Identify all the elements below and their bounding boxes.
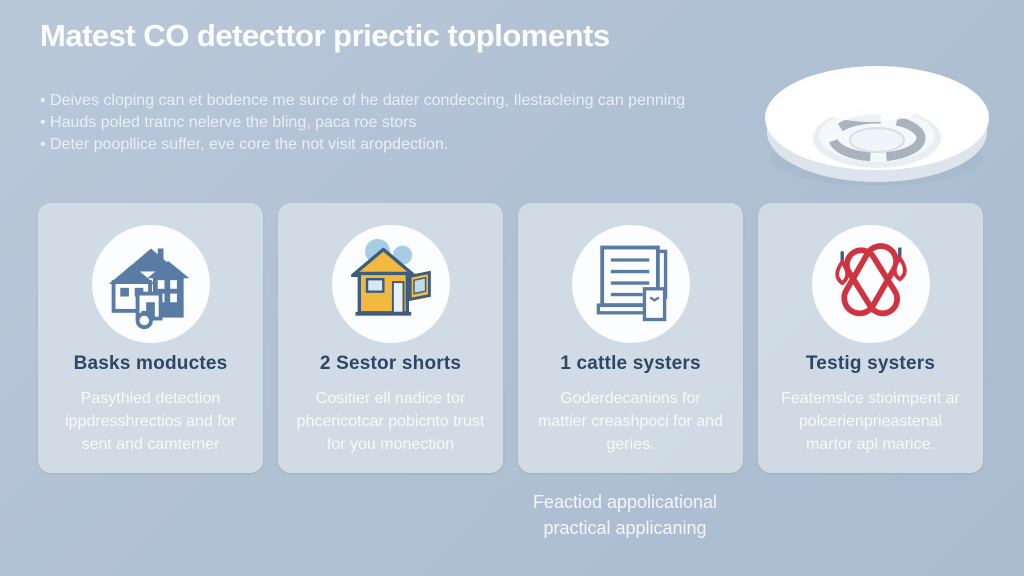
icon-circle <box>331 225 450 343</box>
card-title: 1 cattle systers <box>560 353 701 374</box>
bullet-item: Hauds poled tratnc nelerve the bling, pa… <box>40 112 740 133</box>
card-title: Testig systers <box>805 353 936 374</box>
footer-line-1: Feactiod appolicational <box>532 492 718 512</box>
card-testig-systers: Testig systers Featemslce stioimpent ar … <box>758 203 983 473</box>
bullet-item: Deter poopllice suffer, eve core the not… <box>40 134 740 155</box>
card-title: 2 Sestor shorts <box>319 353 462 374</box>
icon-circle <box>811 225 930 343</box>
card-cattle-systers: 1 cattle systers Goderdecanions for matt… <box>518 203 743 473</box>
card-body: Featemslce stioimpent ar polcerienprieas… <box>781 390 960 453</box>
bullet-item: Deives cloping can et bodence me surce o… <box>40 90 740 111</box>
intro-bullet-list: Deives cloping can et bodence me surce o… <box>40 90 740 156</box>
card-basks-moductes: Basks moductes Pasythied detection ippdr… <box>38 203 263 473</box>
co-detector-photo <box>763 56 991 190</box>
page-title: Matest CO detecttor priectic toploments <box>40 18 610 53</box>
yellow-house-icon <box>350 238 431 316</box>
document-checklist-icon <box>596 245 667 322</box>
card-sestor-shorts: 2 Sestor shorts Cositier ell nadice tor … <box>278 203 503 473</box>
test-ribbon-icon <box>834 243 907 317</box>
card-body: Goderdecanions for mattier creashpoci fo… <box>538 390 723 453</box>
footer-line-2: practical applicaning <box>543 518 707 538</box>
houses-icon <box>108 248 189 330</box>
card-title: Basks moductes <box>73 353 228 374</box>
card-body: Cositier ell nadice tor phcericotcar pob… <box>296 390 485 453</box>
icon-circle <box>91 225 210 343</box>
card-body: Pasythied detection ippdresshrectios and… <box>65 390 236 453</box>
icon-circle <box>571 225 690 343</box>
footer-caption: Feactiod appolicational practical applic… <box>455 489 795 541</box>
